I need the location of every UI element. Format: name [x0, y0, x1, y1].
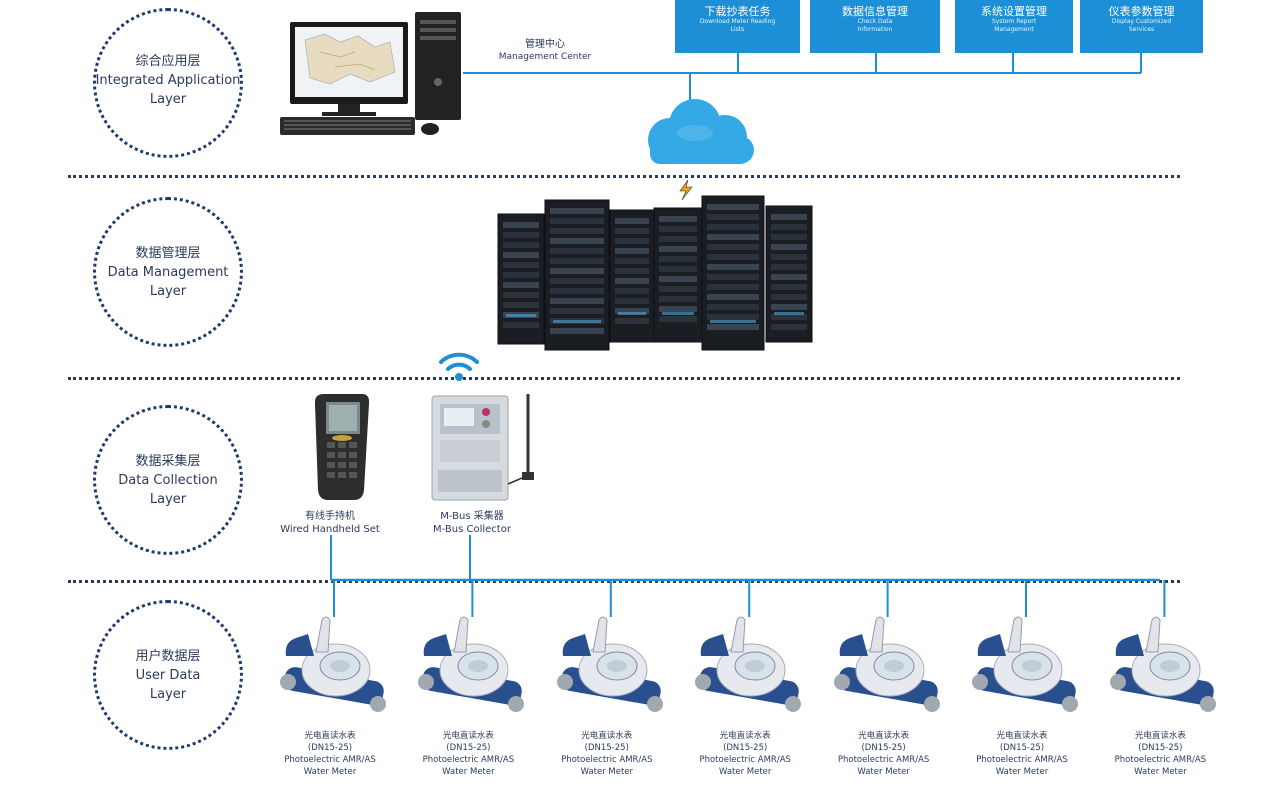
box-en: Check Data — [857, 18, 893, 25]
layer-circle-user-data — [93, 600, 243, 750]
function-box-meter-params: 仪表参数管理 Display Customized Services — [1080, 0, 1203, 53]
lightning-icon — [679, 179, 693, 201]
device-cn: M-Bus 采集器 — [440, 511, 504, 522]
layer-en: Layer — [149, 687, 187, 702]
device-en: M-Bus Collector — [433, 524, 511, 535]
layer-circle-data-management — [93, 197, 243, 347]
meter-caption-line: Photoelectric AMR/AS — [837, 755, 930, 765]
meter-caption-line: 光电直读水表 — [996, 731, 1048, 741]
handheld-caption: 有线手持机 Wired Handheld Set — [255, 510, 405, 536]
meter-caption-line: 光电直读水表 — [1134, 731, 1186, 741]
box-cn: 数据信息管理 — [842, 5, 908, 18]
water-meter-caption: 光电直读水表 (DN15-25) Photoelectric AMR/AS Water… — [814, 730, 954, 778]
water-meter-icon — [1108, 612, 1218, 726]
water-meter-caption: 光电直读水表 (DN15-25) Photoelectric AMR/AS Water… — [1090, 730, 1230, 778]
meter-caption-line: (DN15-25) — [584, 743, 629, 753]
meter-caption-line: Photoelectric AMR/AS — [561, 755, 653, 765]
layer-en: Layer — [149, 284, 187, 299]
meter-caption-line: 光电直读水表 — [858, 731, 910, 741]
water-meter-icon — [832, 612, 942, 726]
layer-label-data-management: 数据管理层 Data Management Layer — [78, 244, 258, 301]
mbus-collector-icon — [431, 394, 534, 501]
layer-label-data-collection: 数据采集层 Data Collection Layer — [78, 452, 258, 509]
box-cn: 仪表参数管理 — [1108, 5, 1175, 18]
water-meter-icon — [416, 612, 526, 726]
meter-caption-line: (DN15-25) — [1138, 743, 1183, 753]
box-en: Management — [994, 26, 1034, 33]
meter-caption-line: Water Meter — [718, 767, 772, 777]
box-en: System Report — [991, 18, 1037, 25]
mbus-caption: M-Bus 采集器 M-Bus Collector — [397, 510, 547, 536]
layer-en: Data Collection — [118, 473, 218, 488]
meter-caption-line: 光电直读水表 — [719, 731, 771, 741]
water-meter-caption: 光电直读水表 (DN15-25) Photoelectric AMR/AS Water… — [675, 730, 815, 778]
box-en: Lists — [730, 26, 745, 33]
water-meter-icon — [693, 612, 803, 726]
layer-cn: 用户数据层 — [135, 649, 201, 664]
layer-en: User Data — [135, 668, 201, 683]
layer-cn: 数据采集层 — [135, 454, 201, 469]
handheld-device-icon — [314, 394, 370, 500]
water-meter-icon — [555, 612, 665, 726]
layer-label-user-data: 用户数据层 User Data Layer — [78, 647, 258, 704]
meter-caption-line: Water Meter — [442, 767, 495, 777]
water-meter-caption: 光电直读水表 (DN15-25) Photoelectric AMR/AS Water… — [260, 730, 400, 778]
layer-label-application: 综合应用层 Integrated Application Layer — [78, 52, 258, 109]
meter-caption-line: 光电直读水表 — [304, 731, 356, 741]
meter-caption-line: Photoelectric AMR/AS — [422, 755, 515, 765]
layer-cn: 综合应用层 — [135, 54, 201, 69]
water-meter-icon — [278, 612, 388, 726]
meter-caption-line: (DN15-25) — [446, 743, 491, 753]
layer-en: Integrated Application — [95, 73, 241, 88]
water-meter-caption: 光电直读水表 (DN15-25) Photoelectric AMR/AS Water… — [537, 730, 677, 778]
meter-caption-line: 光电直读水表 — [581, 731, 633, 741]
meter-caption-line: Photoelectric AMR/AS — [699, 755, 791, 765]
meter-caption-line: Photoelectric AMR/AS — [976, 755, 1068, 765]
box-en: Services — [1128, 26, 1155, 33]
cloud-icon — [648, 99, 754, 164]
meter-caption-line: (DN15-25) — [723, 743, 768, 753]
meter-caption-line: (DN15-25) — [999, 743, 1045, 753]
function-box-download-tasks: 下载抄表任务 Download Meter Reading Lists — [675, 0, 800, 53]
box-en: Display Customized — [1111, 18, 1172, 25]
layer-circle-application — [93, 8, 243, 158]
box-en: Download Meter Reading — [699, 18, 776, 25]
device-cn: 有线手持机 — [305, 511, 355, 522]
meter-caption-line: Photoelectric AMR/AS — [284, 755, 376, 765]
water-meter-caption: 光电直读水表 (DN15-25) Photoelectric AMR/AS Water… — [398, 730, 538, 778]
water-meter-caption: 光电直读水表 (DN15-25) Photoelectric AMR/AS Water… — [952, 730, 1092, 778]
wifi-icon — [439, 352, 479, 381]
layer-separator — [68, 377, 1180, 380]
function-box-system-settings: 系统设置管理 System Report Management — [955, 0, 1073, 53]
function-box-data-management: 数据信息管理 Check Data Information — [810, 0, 940, 53]
box-cn: 下载抄表任务 — [704, 5, 771, 18]
layer-en: Layer — [149, 92, 187, 107]
box-cn: 系统设置管理 — [981, 5, 1047, 18]
meter-caption-line: Photoelectric AMR/AS — [1114, 755, 1207, 765]
center-cn: 管理中心 — [525, 39, 565, 50]
water-meter-icon — [970, 612, 1080, 726]
meter-caption-line: Water Meter — [303, 767, 357, 777]
meter-caption-line: Water Meter — [857, 767, 910, 777]
device-en: Wired Handheld Set — [280, 524, 380, 535]
layer-circle-data-collection — [93, 405, 243, 555]
meter-caption-line: (DN15-25) — [861, 743, 906, 753]
management-computer-icon — [280, 12, 461, 135]
layer-cn: 数据管理层 — [135, 246, 201, 261]
management-center-label: 管理中心 Management Center — [470, 38, 620, 64]
meter-caption-line: Water Meter — [580, 767, 634, 777]
meter-caption-line: Water Meter — [1134, 767, 1187, 777]
server-racks-icon — [497, 195, 813, 351]
meter-caption-line: Water Meter — [995, 767, 1049, 777]
box-en: Information — [857, 26, 893, 33]
layer-separator — [68, 175, 1180, 178]
server-rack — [544, 199, 610, 351]
meter-caption-line: (DN15-25) — [307, 743, 353, 753]
layer-en: Data Management — [107, 265, 229, 280]
center-en: Management Center — [498, 52, 592, 62]
layer-separator — [68, 580, 1180, 583]
layer-en: Layer — [149, 492, 187, 507]
meter-caption-line: 光电直读水表 — [442, 731, 494, 741]
